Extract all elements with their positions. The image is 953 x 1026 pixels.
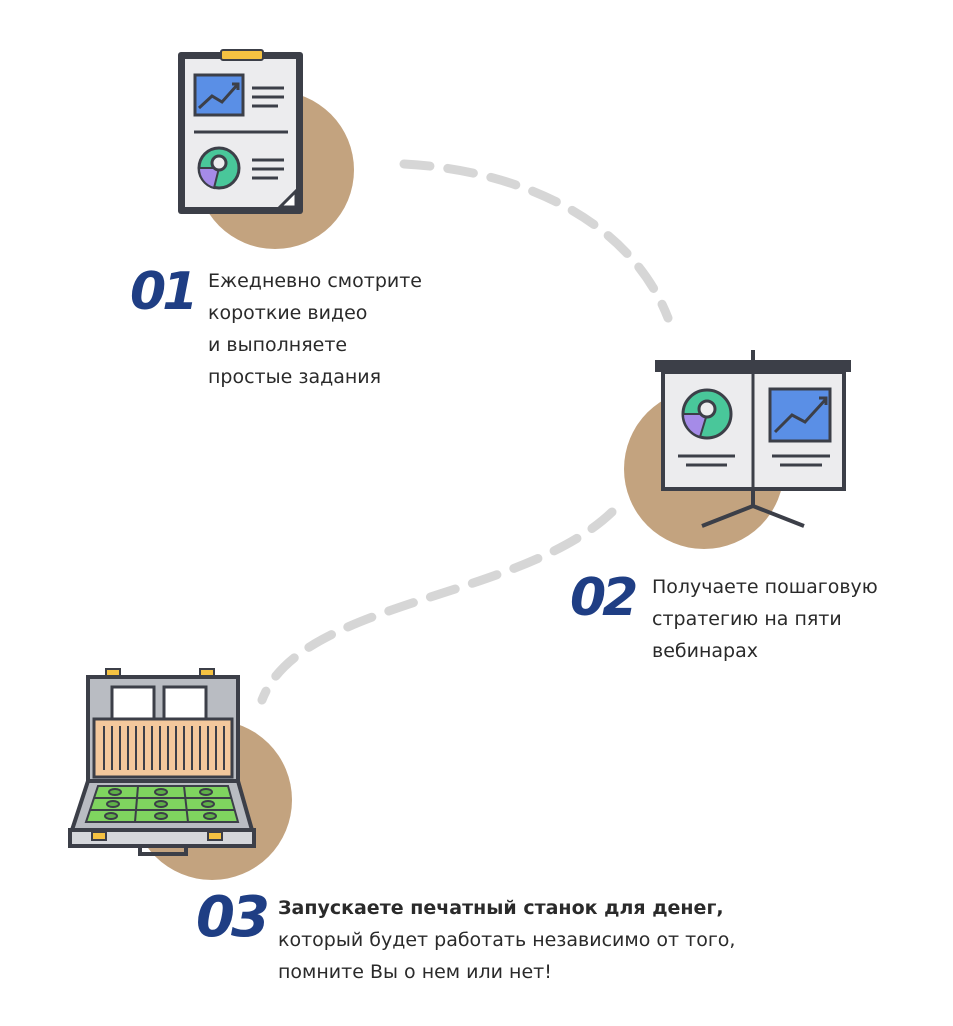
step-description-3: Запускаете печатный станок для денег, ко… [278, 892, 735, 988]
step-line: стратегию на пяти [652, 608, 842, 630]
step-headline: Запускаете печатный станок для денег, [278, 897, 724, 919]
step-number-3: 03 [196, 885, 270, 950]
step-line: простые задания [208, 366, 382, 388]
step-line: помните Вы о нем или нет! [278, 961, 552, 983]
step-number-1: 01 [130, 262, 198, 322]
step-line: и выполняете [208, 334, 348, 356]
step-description-2: Получаете пошаговую стратегию на пяти ве… [652, 571, 878, 667]
step-line: который будет работать независимо от тог… [278, 929, 736, 951]
step-line: короткие видео [208, 302, 368, 324]
step-line: Получаете пошаговую [652, 576, 878, 598]
step-number-2: 02 [570, 568, 638, 628]
step-line: Ежедневно смотрите [208, 270, 422, 292]
step-description-1: Ежедневно смотрите короткие видео и выпо… [208, 265, 422, 393]
step-line: вебинарах [652, 640, 758, 662]
